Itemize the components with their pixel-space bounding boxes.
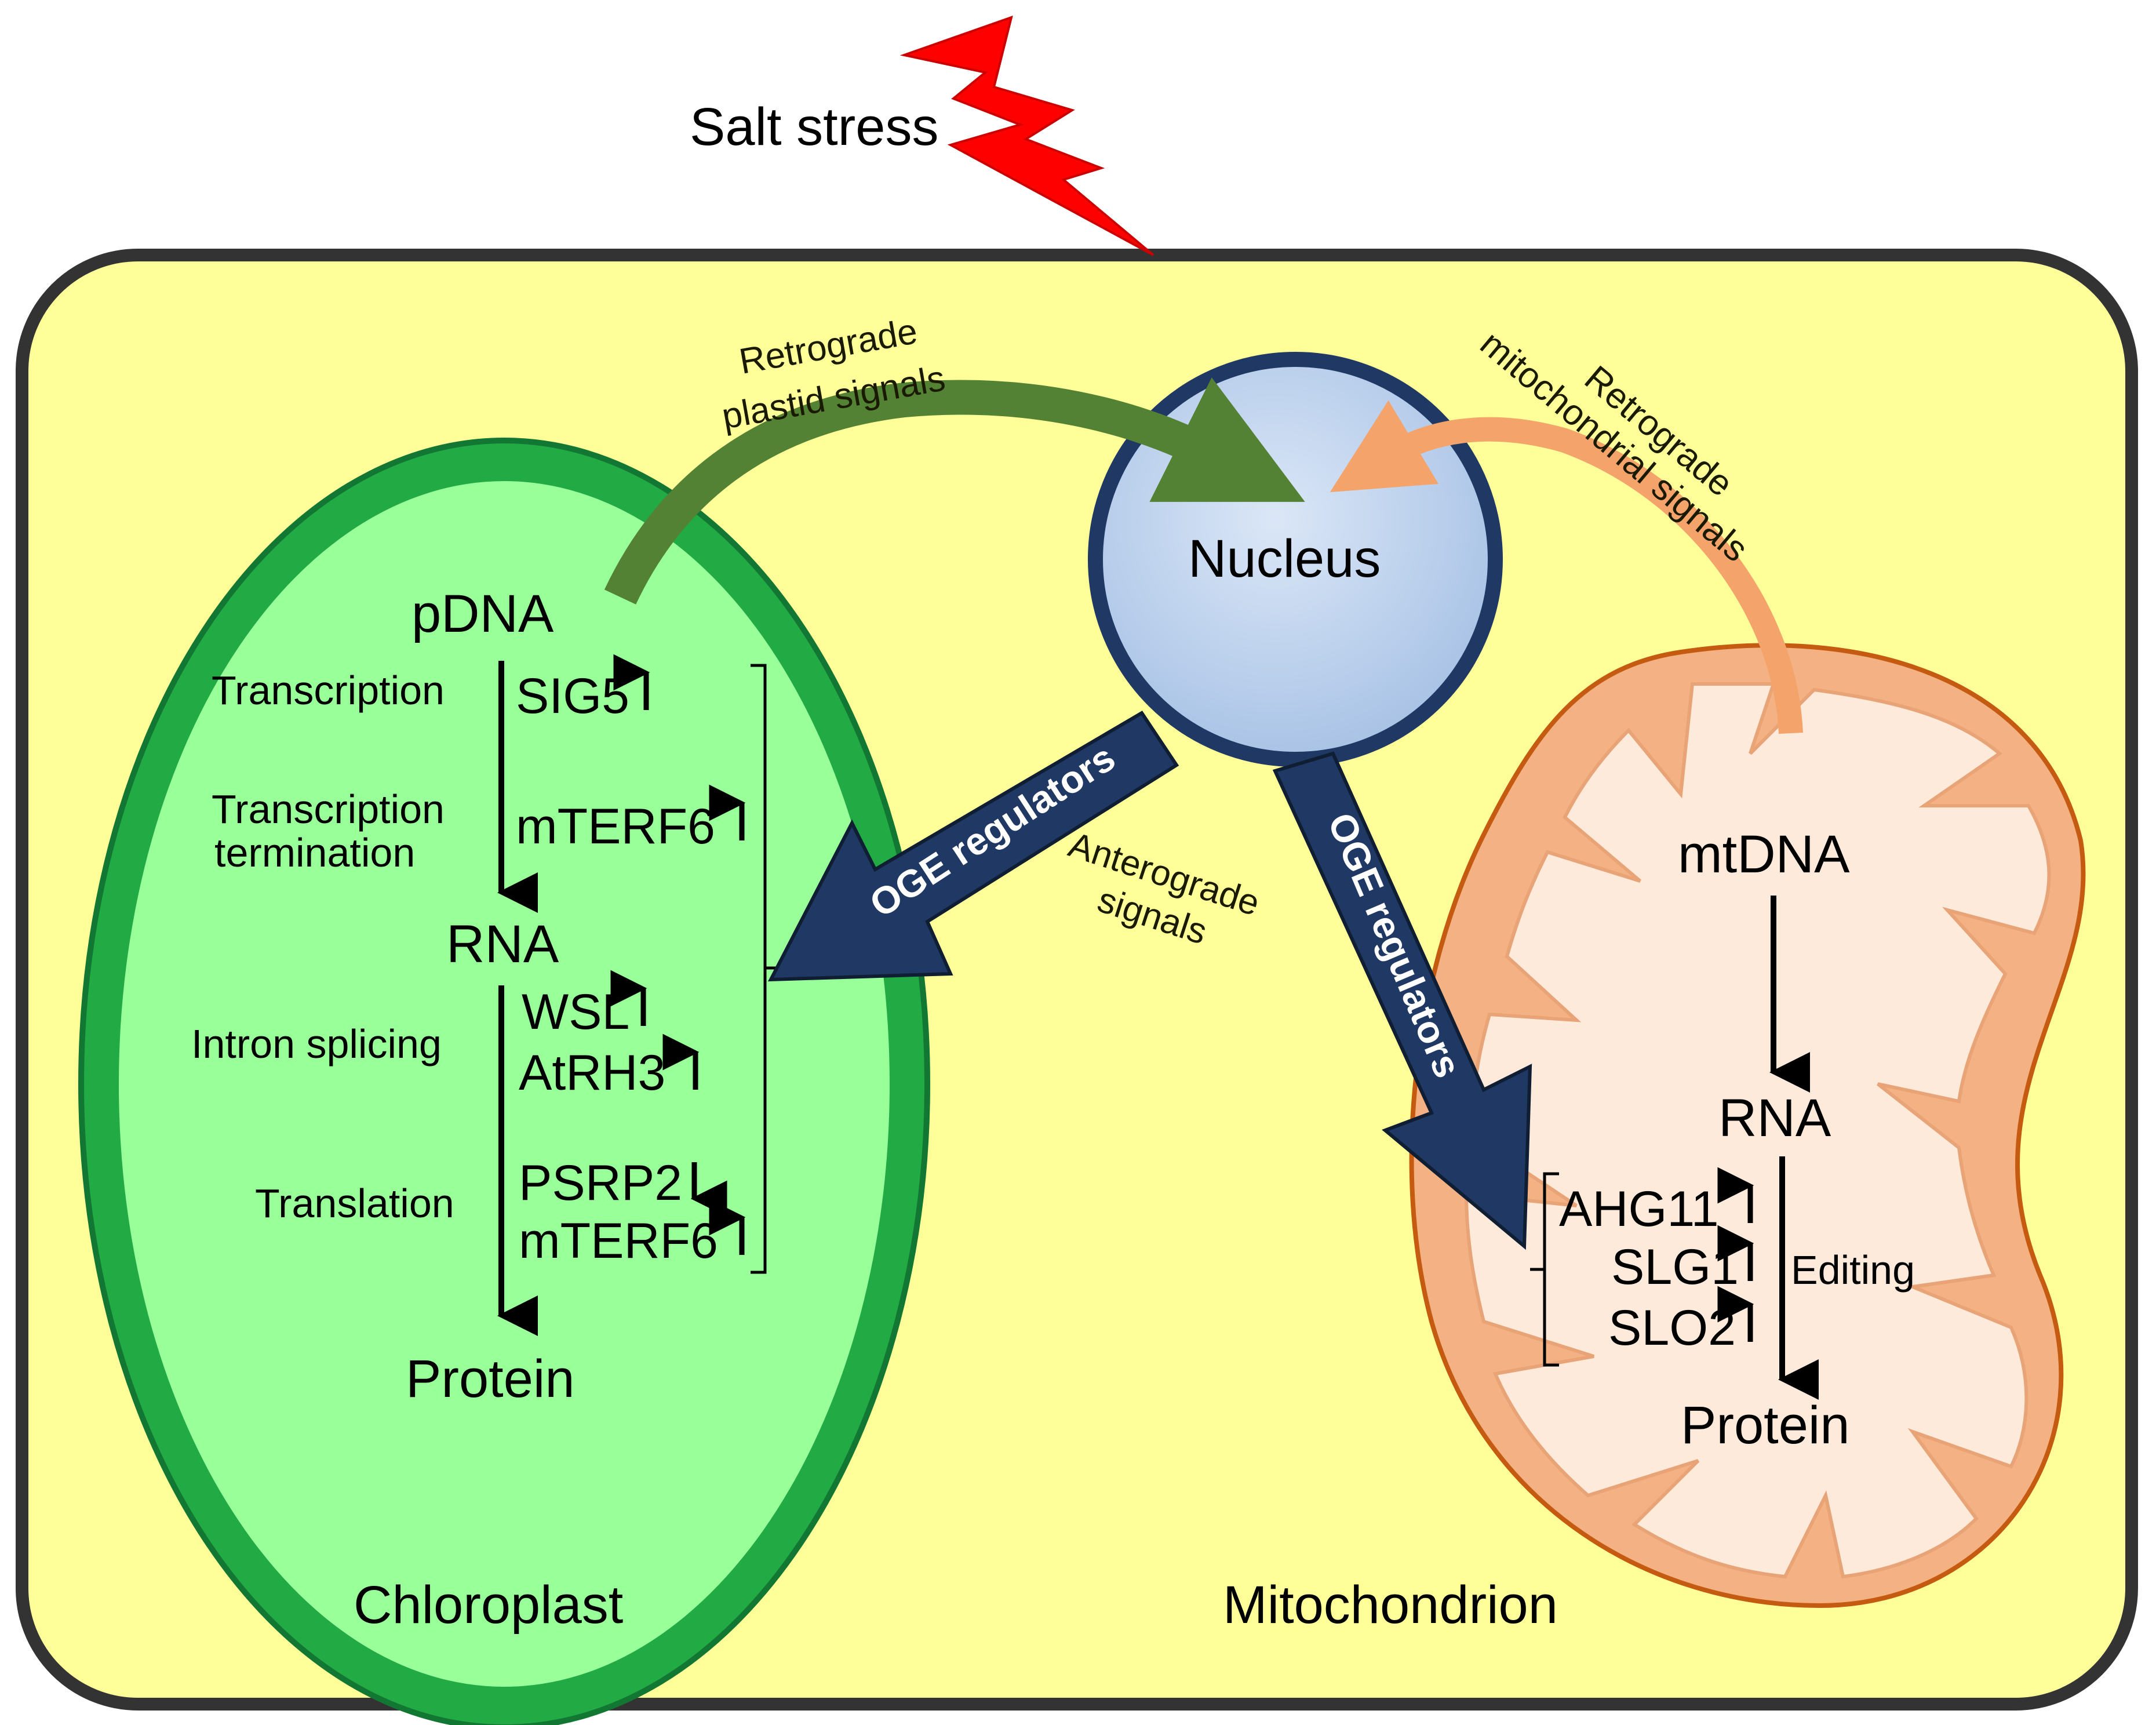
step-translation: Translation bbox=[255, 1181, 454, 1226]
rna-label-chloroplast: RNA bbox=[446, 915, 559, 974]
lightning-icon bbox=[899, 15, 1155, 256]
retrograde-mitochondrial-arrow bbox=[1330, 400, 1803, 734]
mitochondrion-inner bbox=[1464, 682, 2051, 1579]
gene-atrh3: AtRH3 bbox=[519, 1045, 665, 1101]
step-intron-splicing: Intron splicing bbox=[191, 1021, 442, 1067]
protein-label-mitochondrion: Protein bbox=[1681, 1396, 1850, 1455]
oge-arrow-chloroplast bbox=[767, 710, 1179, 982]
editing-label: Editing bbox=[1791, 1247, 1915, 1293]
step-termination-line2: termination bbox=[214, 830, 415, 875]
bracket-mitochondrion bbox=[1530, 1172, 1559, 1367]
salt-stress-label: Salt stress bbox=[690, 97, 938, 157]
gene-ahg11: AHG11 bbox=[1559, 1181, 1719, 1237]
gene-sig5: SIG5 bbox=[516, 668, 629, 724]
step-transcription: Transcription bbox=[212, 668, 445, 713]
gene-slo2: SLO2 bbox=[1608, 1300, 1736, 1356]
rna-label-mitochondrion: RNA bbox=[1718, 1089, 1831, 1148]
gene-wsl: WSL bbox=[522, 984, 629, 1040]
gene-psrp2: PSRP2 bbox=[519, 1155, 682, 1211]
chloroplast-label: Chloroplast bbox=[354, 1575, 623, 1635]
gene-mterf6-a: mTERF6 bbox=[516, 799, 715, 854]
oge-arrow-mitochondrion bbox=[1272, 751, 1532, 1250]
retrograde-plastid-arrow bbox=[604, 377, 1305, 605]
mitochondrion-label: Mitochondrion bbox=[1223, 1575, 1558, 1635]
pdna-label: pDNA bbox=[411, 584, 554, 643]
mtdna-label: mtDNA bbox=[1678, 825, 1850, 884]
gene-mterf6-b: mTERF6 bbox=[519, 1213, 718, 1269]
nucleus-label: Nucleus bbox=[1188, 529, 1381, 588]
protein-label-chloroplast: Protein bbox=[406, 1349, 575, 1409]
gene-slg1: SLG1 bbox=[1611, 1239, 1739, 1295]
step-termination-line1: Transcription bbox=[212, 787, 445, 832]
